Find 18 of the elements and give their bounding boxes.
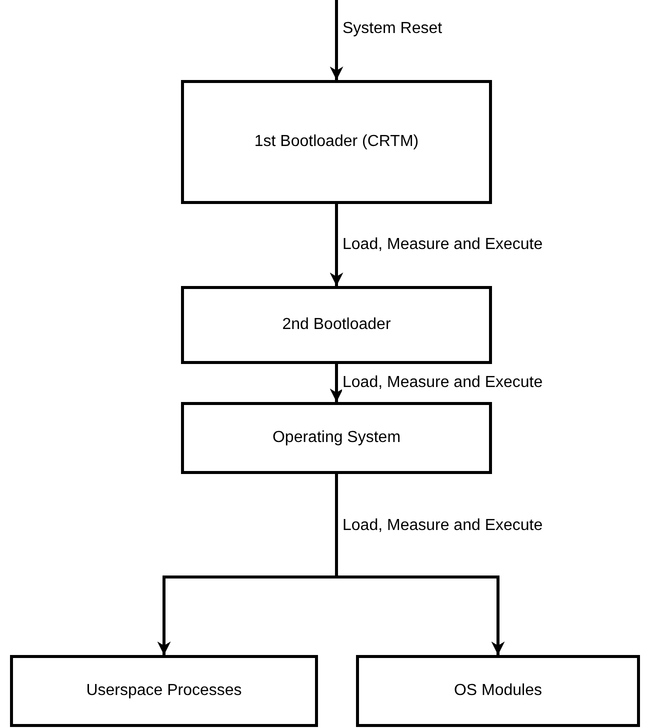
arrow [330, 364, 344, 402]
process-box [181, 402, 492, 474]
edge-label: Load, Measure and Execute [342, 374, 544, 392]
edge-label: System Reset [342, 20, 444, 38]
box-label: Operating System [272, 428, 401, 448]
box-label: OS Modules [454, 681, 542, 702]
process-box [356, 655, 640, 727]
edge-label: Load, Measure and Execute [342, 516, 544, 534]
process-box [181, 80, 492, 204]
arrow [330, 0, 344, 80]
arrow [335, 474, 505, 655]
process-box [10, 655, 318, 727]
edge-label: Load, Measure and Execute [342, 236, 544, 254]
box-label: 1st Bootloader (CRTM) [254, 132, 419, 152]
process-box [181, 286, 492, 364]
arrow [330, 204, 344, 286]
box-label: 2nd Bootloader [282, 315, 391, 336]
box-label: Userspace Processes [86, 681, 242, 702]
